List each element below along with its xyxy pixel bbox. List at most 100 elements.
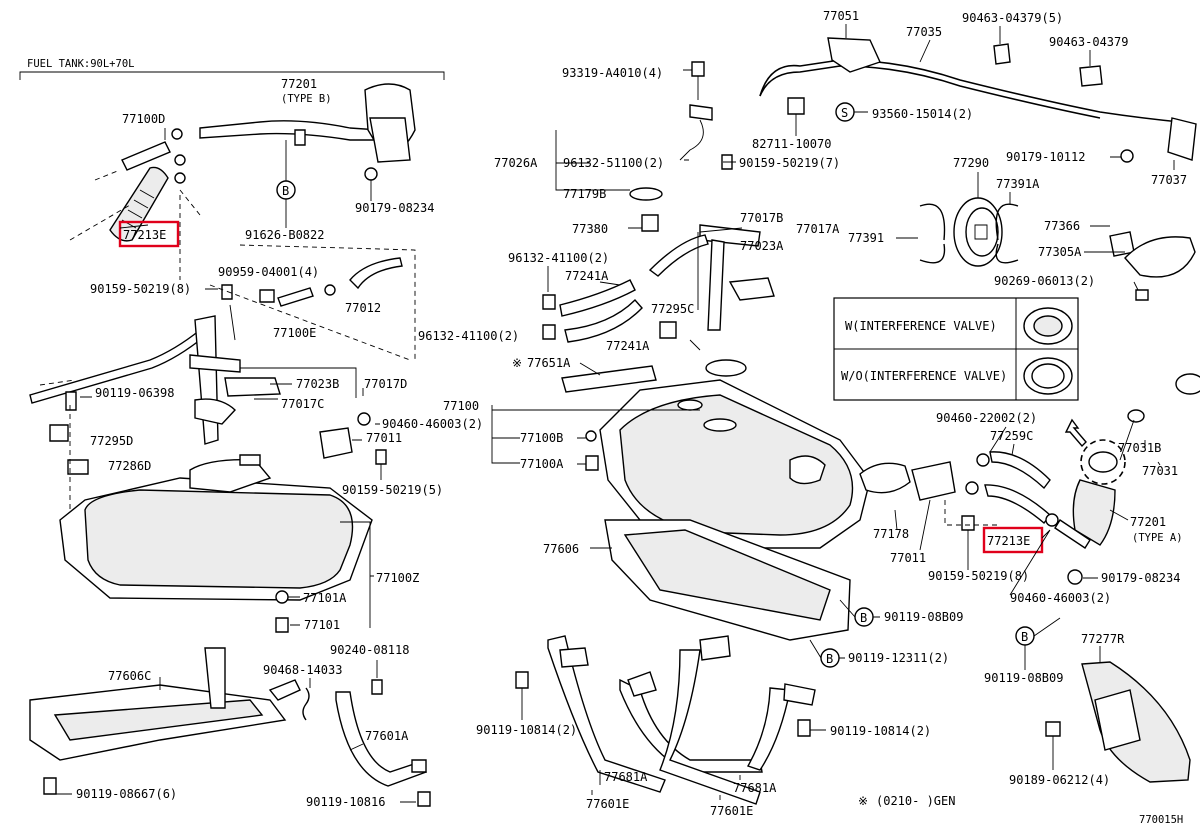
lever-77037 [1167, 117, 1197, 161]
valve-77011-left [319, 427, 353, 459]
clamp-9 [965, 481, 979, 495]
label-93560: 93560-15014(2) [872, 107, 973, 121]
clamp-77295c [659, 321, 677, 339]
protector-77277r [1081, 661, 1191, 783]
clamp-90460-22002 [976, 453, 990, 467]
label-77178: 77178 [873, 527, 909, 541]
grommet-77380 [641, 214, 659, 232]
label-77241a-bot: 77241A [606, 339, 650, 353]
inset-row2-label: W/O(INTERFERENCE VALVE) [841, 369, 1007, 383]
label-90119-08667: 90119-08667(6) [76, 787, 177, 801]
label-96132-41100-mid: 96132-41100(2) [508, 251, 609, 265]
hose-77213e-right [984, 484, 1051, 525]
highlight-77213e-left[interactable] [118, 220, 180, 248]
header-bracket [19, 71, 445, 80]
callout-b-right-text: B [1021, 630, 1028, 644]
label-90189: 90189-06212(4) [1009, 773, 1110, 787]
bolt-77101 [275, 617, 289, 633]
filler-pipe-type-b [199, 83, 416, 163]
band-mid-77681a [619, 671, 763, 773]
label-77023b: 77023B [296, 377, 339, 391]
label-77051: 77051 [823, 9, 859, 23]
hose-77100e [277, 287, 314, 307]
label-77651a: 77651A [527, 356, 571, 370]
label-90179-08234-right: 90179-08234 [1101, 571, 1180, 585]
clip-96132-mid-1 [542, 294, 556, 310]
label-77201-right: 77201 [1130, 515, 1166, 529]
callout-s-text: S [841, 106, 848, 120]
label-90179-08234-top: 90179-08234 [355, 201, 434, 215]
bolt-93319 [691, 61, 705, 77]
label-90119-10814-right: 90119-10814(2) [830, 724, 931, 738]
ring-77391 [919, 203, 946, 264]
label-77012: 77012 [345, 301, 381, 315]
footer-note-symbol: ※ [858, 794, 868, 808]
fuel-tank-77100z [59, 454, 373, 601]
footer-note: (0210- )GEN [876, 794, 955, 808]
label-90119-10814-left: 90119-10814(2) [476, 723, 577, 737]
bolt-90179-10112 [1120, 149, 1134, 163]
bolt-90959 [259, 289, 275, 303]
label-77179b: 77179B [563, 187, 606, 201]
clamp-small-2 [174, 154, 186, 166]
bolt-90119-10814-right [797, 719, 811, 737]
sender-pipe-assembly [29, 315, 281, 445]
clip-77295d [49, 424, 69, 442]
label-77606c: 77606C [108, 669, 151, 683]
label-77651a-mark: ※ [512, 356, 522, 370]
gauge-assembly-77017b [648, 224, 761, 331]
label-77011-left: 77011 [366, 431, 402, 445]
bolt-90119-08667 [43, 777, 57, 795]
door-77305a [1124, 236, 1196, 278]
label-77295d: 77295D [90, 434, 133, 448]
label-77026a: 77026A [494, 156, 538, 170]
label-90179-10112: 90179-10112 [1006, 150, 1085, 164]
label-82711: 82711-10070 [752, 137, 831, 151]
label-77031b: 77031B [1118, 441, 1161, 455]
hose-77259c [989, 451, 1051, 490]
label-77290: 77290 [953, 156, 989, 170]
label-90460-right: 90460-46003(2) [1010, 591, 1111, 605]
highlight-77213e-right[interactable] [982, 526, 1044, 554]
inset-row1-label: W(INTERFERENCE VALVE) [845, 319, 997, 333]
label-90159-left: 90159-50219(8) [90, 282, 191, 296]
label-90240: 90240-08118 [330, 643, 409, 657]
label-90119-10816: 90119-10816 [306, 795, 385, 809]
clip-90189 [1045, 721, 1061, 737]
label-96132-41100-left: 96132-41100(2) [418, 329, 519, 343]
label-77259c: 77259C [990, 429, 1033, 443]
label-77391a: 77391A [996, 177, 1040, 191]
bolt-90159-right [961, 515, 975, 531]
label-77100e: 77100E [273, 326, 316, 340]
valve-77011-right [911, 461, 956, 501]
label-77017d: 77017D [364, 377, 407, 391]
label-77241a-top: 77241A [565, 269, 609, 283]
hose-77241a-top [559, 279, 636, 317]
label-77201-right-type: (TYPE A) [1132, 532, 1183, 544]
label-77100d: 77100D [122, 112, 165, 126]
pin-90468 [302, 687, 310, 721]
cap-77290 [953, 197, 1003, 267]
label-77213e-left[interactable]: 77213E [123, 228, 166, 242]
gasket-77178 [859, 462, 911, 494]
screw-90269 [1135, 289, 1149, 301]
label-77101: 77101 [304, 618, 340, 632]
clip-90463-5 [993, 43, 1011, 65]
label-77213e-right[interactable]: 77213E [987, 534, 1030, 548]
clamp-small-3 [174, 172, 186, 184]
clamp-77012 [324, 284, 336, 296]
callout-b-center-2-text: B [826, 652, 833, 666]
bolt-77101a [275, 590, 289, 604]
clamp-small-1 [171, 128, 183, 140]
label-77017b: 77017B [740, 211, 783, 225]
gasket-77179b [629, 187, 663, 201]
band-right-77601e [659, 635, 761, 805]
protector-77606c [29, 647, 301, 761]
clip-77286d [67, 459, 89, 475]
protector-77651a [561, 365, 657, 393]
callout-b-left-text: B [282, 184, 289, 198]
label-77101a: 77101A [303, 591, 347, 605]
label-77681a-right: 77681A [733, 781, 777, 795]
label-77037: 77037 [1151, 173, 1187, 187]
label-77017a: 77017A [796, 222, 840, 236]
